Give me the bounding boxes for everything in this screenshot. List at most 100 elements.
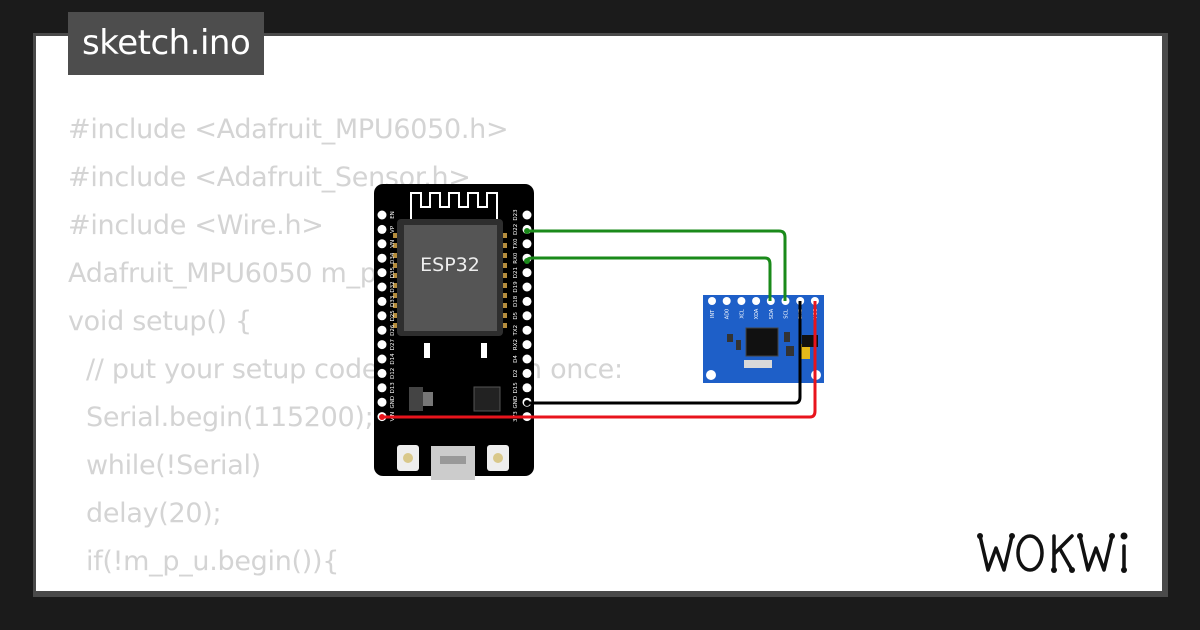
esp32-pin[interactable] — [522, 325, 532, 335]
module-pads — [393, 233, 507, 328]
esp32-pin[interactable] — [522, 239, 532, 249]
mpu6050-pin[interactable] — [737, 297, 746, 305]
code-line: if(!m_p_u.begin()){ — [86, 546, 340, 577]
module-pad — [393, 293, 397, 298]
esp32-pin-label: D12 — [390, 368, 396, 379]
esp32-pin-label: D27 — [390, 338, 396, 350]
module-pad — [393, 243, 397, 248]
esp32-pin-label: RX2 — [513, 339, 519, 350]
esp32-pin-label: D26 — [390, 324, 396, 336]
esp32-pin-label: D34 — [390, 252, 396, 264]
esp32-pin[interactable] — [377, 325, 387, 335]
esp32-pin[interactable] — [377, 311, 387, 321]
wires — [379, 228, 817, 420]
wire-endpoint — [524, 228, 530, 234]
voltage-regulator — [409, 387, 423, 411]
wire-scl[interactable] — [527, 229, 787, 301]
esp32-pin-label: D22 — [513, 224, 519, 235]
esp32-pin-label: TX2 — [513, 325, 519, 337]
smd-component — [744, 360, 772, 368]
file-name-tab: sketch.ino — [68, 12, 265, 75]
mpu6050-pin[interactable] — [722, 297, 731, 305]
smd-component — [784, 332, 790, 342]
preview-frame: #include <Adafruit_MPU6050.h>#include <A… — [33, 33, 1168, 597]
esp32-pin[interactable] — [377, 368, 387, 378]
module-pad — [393, 253, 397, 258]
esp32-pin-label: GND — [390, 396, 396, 409]
esp32-pin[interactable] — [522, 311, 532, 321]
mpu6050-pin-label: INT — [710, 309, 716, 318]
esp32-pin[interactable] — [522, 210, 532, 220]
smd-component — [736, 340, 741, 350]
module-pad — [503, 253, 507, 258]
smd-component — [786, 346, 794, 356]
esp32-pin-label: D33 — [390, 295, 396, 307]
esp32-pin[interactable] — [377, 224, 387, 234]
module-pad — [393, 323, 397, 328]
esp32-pin-label: D15 — [513, 382, 519, 394]
esp32-pin[interactable] — [377, 268, 387, 278]
esp32-pin[interactable] — [377, 296, 387, 306]
esp32-pin[interactable] — [522, 296, 532, 306]
esp32-pin-label: D21 — [513, 267, 519, 278]
code-line: void setup() { — [68, 306, 252, 337]
esp32-pin[interactable] — [522, 368, 532, 378]
esp32-pin[interactable] — [522, 354, 532, 364]
mpu6050-pin-label: XDA — [754, 308, 760, 319]
mpu6050-pin-label: SDA — [769, 308, 775, 319]
esp32-pin-label: D32 — [390, 281, 396, 292]
esp32-pin-label: D25 — [390, 310, 396, 322]
esp32-pin[interactable] — [377, 239, 387, 249]
module-pad — [393, 273, 397, 278]
esp32-pin[interactable] — [377, 253, 387, 263]
esp32-pin[interactable] — [377, 383, 387, 393]
voltage-regulator-tab — [423, 392, 433, 406]
mpu6050-pin-label: XCL — [739, 309, 745, 319]
code-line: #include <Adafruit_MPU6050.h> — [68, 114, 509, 145]
mpu6050-pin[interactable] — [752, 297, 761, 305]
esp32-pin-label: D19 — [513, 281, 519, 293]
esp32-board[interactable]: ESP32 ENVPVND34D35D32D33D25D26D27D14D12D… — [374, 184, 534, 480]
esp32-chip-label: ESP32 — [420, 254, 480, 276]
esp32-pin[interactable] — [522, 282, 532, 292]
antenna-trace — [410, 192, 498, 219]
esp32-pin-label: VP — [390, 225, 396, 233]
code-line: while(!Serial) — [86, 450, 261, 481]
esp32-pin[interactable] — [522, 340, 532, 350]
mpu6050-chip — [745, 327, 779, 357]
esp32-pin-label: RX0 — [513, 252, 519, 264]
module-pad — [393, 263, 397, 268]
esp32-pin[interactable] — [377, 210, 387, 220]
esp32-pin[interactable] — [377, 282, 387, 292]
code-line: Serial.begin(115200); — [86, 402, 374, 433]
esp32-shield — [404, 225, 497, 331]
code-line: delay(20); — [86, 498, 222, 529]
usb-uart-chip — [473, 386, 501, 412]
mpu6050-pin-label: SCL — [784, 309, 790, 319]
esp32-pin-label: D2 — [513, 370, 519, 378]
esp32-pin-label: D23 — [513, 209, 519, 221]
esp32-pin-label: D5 — [513, 311, 519, 319]
esp32-pin[interactable] — [377, 397, 387, 407]
smd-component — [424, 343, 430, 358]
module-pad — [503, 303, 507, 308]
module-pad — [393, 313, 397, 318]
esp32-pin[interactable] — [377, 354, 387, 364]
wire-vcc[interactable] — [382, 301, 817, 419]
smd-component — [481, 343, 487, 358]
esp32-pin-label: D14 — [390, 353, 396, 365]
esp32-pin-label: EN — [390, 211, 396, 219]
esp32-pin[interactable] — [522, 383, 532, 393]
wire-sda[interactable] — [525, 256, 772, 301]
mpu6050-pin[interactable] — [708, 297, 716, 305]
module-pad — [503, 263, 507, 268]
module-pad — [503, 293, 507, 298]
mounting-hole — [706, 370, 716, 380]
esp32-pin[interactable] — [377, 340, 387, 350]
smd-capacitor — [800, 344, 810, 359]
esp32-pin[interactable] — [522, 268, 532, 278]
module-pad — [503, 283, 507, 288]
wire-gnd[interactable] — [527, 301, 802, 405]
